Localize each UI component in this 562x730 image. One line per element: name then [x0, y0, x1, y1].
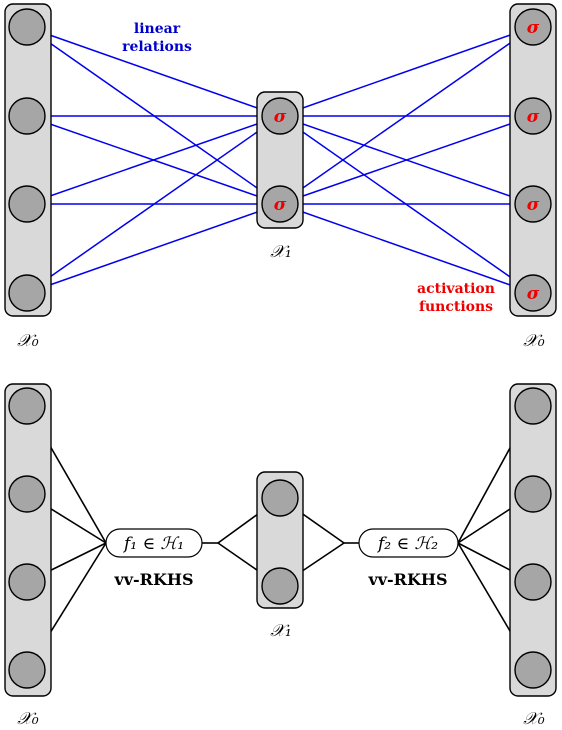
rkhs-label-right: vv-RKHS — [367, 570, 447, 589]
rkhs-label-left: vv-RKHS — [113, 570, 193, 589]
top-middle-layer: σ σ — [256, 91, 304, 229]
activation-functions-label-line1: activation — [417, 281, 495, 297]
f2-box: f₂ ∈ ℋ₂ — [358, 528, 459, 558]
f1-label: f₁ ∈ ℋ₁ — [122, 534, 184, 554]
neuron — [514, 387, 552, 425]
neuron — [514, 651, 552, 689]
neuron — [261, 567, 299, 605]
bottom-left-layer — [4, 383, 52, 697]
bottom-diagram: f₁ ∈ ℋ₁ f₂ ∈ ℋ₂ vv-RKHS vv-RKHS 𝒳₀ 𝒳₁ 𝒳₀ — [4, 383, 557, 729]
linear-edges — [26, 26, 534, 294]
top-right-layer: σ σ σ σ — [509, 3, 557, 317]
neuron — [514, 185, 552, 223]
neuron — [8, 274, 46, 312]
neuron — [261, 97, 299, 135]
top-left-layer — [4, 3, 52, 317]
f1-box: f₁ ∈ ℋ₁ — [105, 528, 203, 558]
f2-label: f₂ ∈ ℋ₂ — [376, 534, 438, 554]
neuron — [8, 185, 46, 223]
layer-label-x0-right: 𝒳₀ — [523, 331, 545, 351]
bottom-right-layer — [509, 383, 557, 697]
linear-relations-label-line1: linear — [134, 21, 181, 37]
rkhs-edges — [26, 405, 534, 671]
layer-label-x0-left: 𝒳₀ — [17, 709, 39, 729]
sigma-activation: σ — [274, 195, 287, 215]
layer-label-x0-right: 𝒳₀ — [523, 709, 545, 729]
sigma-activation: σ — [527, 284, 540, 304]
activation-functions-label-line2: functions — [419, 299, 493, 315]
neuron — [8, 651, 46, 689]
neuron — [514, 97, 552, 135]
neuron — [8, 563, 46, 601]
neuron — [514, 8, 552, 46]
neuron — [8, 387, 46, 425]
sigma-activation: σ — [527, 18, 540, 38]
linear-relations-label-line2: relations — [122, 39, 192, 55]
neuron — [8, 97, 46, 135]
top-diagram: σ σ σ σ σ σ linear relations activation … — [4, 3, 557, 351]
neuron — [261, 185, 299, 223]
layer-label-x1: 𝒳₁ — [270, 621, 291, 641]
neuron — [261, 479, 299, 517]
neuron — [514, 274, 552, 312]
bottom-middle-layer — [256, 471, 304, 609]
sigma-activation: σ — [274, 107, 287, 127]
sigma-activation: σ — [527, 107, 540, 127]
neuron — [8, 8, 46, 46]
layer-label-x0-left: 𝒳₀ — [17, 331, 39, 351]
sigma-activation: σ — [527, 195, 540, 215]
layer-label-x1: 𝒳₁ — [270, 242, 291, 262]
neuron — [514, 563, 552, 601]
neuron — [514, 475, 552, 513]
neuron — [8, 475, 46, 513]
